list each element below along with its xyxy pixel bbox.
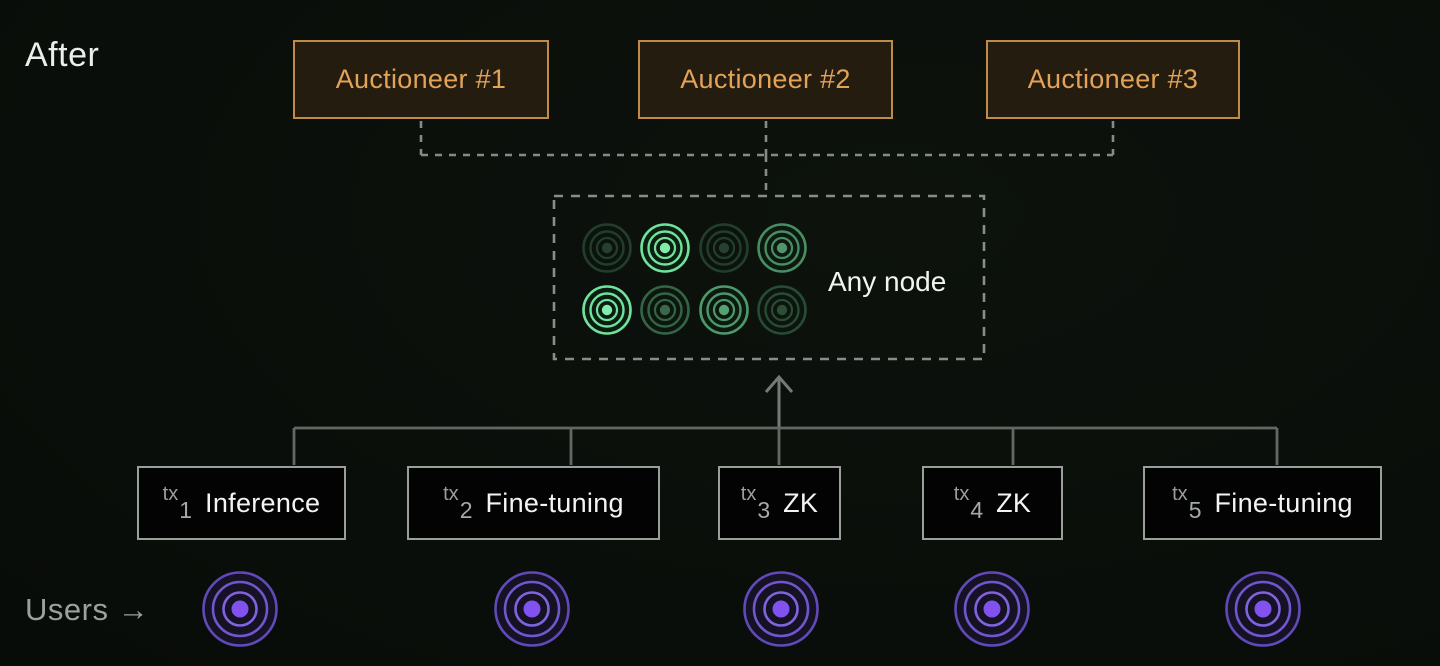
tx-index: 3 — [757, 496, 771, 523]
tx-box-4: tx 4 ZK — [922, 466, 1063, 540]
tx-box-1: tx 1 Inference — [137, 466, 346, 540]
tx-index: 4 — [970, 496, 984, 523]
user-node-icon — [494, 571, 570, 647]
tx-index: 5 — [1188, 496, 1202, 523]
tx-prefix: tx — [1172, 482, 1188, 505]
auctioneer-box-3: Auctioneer #3 — [986, 40, 1240, 119]
node-icon — [755, 221, 809, 275]
user-node-icon — [202, 571, 278, 647]
tx-box-5: tx 5 Fine-tuning — [1143, 466, 1382, 540]
page-title: After — [25, 36, 100, 74]
node-icon — [697, 283, 751, 337]
up-arrow-icon — [764, 374, 794, 428]
user-node-icon — [954, 571, 1030, 647]
tx-index: 2 — [459, 496, 473, 523]
node-icon — [638, 283, 692, 337]
tx-prefix: tx — [740, 482, 757, 505]
tx-box-3: tx 3 ZK — [718, 466, 841, 540]
tx-prefix: tx — [162, 482, 179, 505]
auctioneer-box-1: Auctioneer #1 — [293, 40, 549, 119]
tx-prefix: tx — [443, 482, 459, 505]
user-nodes — [202, 571, 1301, 647]
auctioneer-box-2: Auctioneer #2 — [638, 40, 893, 119]
any-node-label: Any node — [828, 266, 947, 297]
tx-label: ZK — [783, 487, 819, 518]
tx-index: 1 — [179, 496, 193, 523]
tx-label: Fine-tuning — [485, 487, 624, 518]
node-icon — [638, 221, 692, 275]
tx-box-2: tx 2 Fine-tuning — [407, 466, 660, 540]
node-cluster — [580, 221, 809, 337]
tx-label: ZK — [996, 487, 1032, 518]
node-icon — [580, 221, 634, 275]
node-icon — [755, 283, 809, 337]
node-icon — [580, 283, 634, 337]
tx-label: Fine-tuning — [1214, 487, 1353, 518]
tx-label: Inference — [205, 487, 321, 518]
user-node-icon — [1225, 571, 1301, 647]
transaction-bus-wires — [292, 426, 1279, 465]
node-icon — [697, 221, 751, 275]
auctioneer-label: Auctioneer #3 — [1027, 64, 1199, 94]
any-node-dashed-box — [552, 194, 986, 361]
tx-prefix: tx — [953, 482, 970, 505]
users-label: Users → — [25, 592, 150, 627]
auctioneer-label: Auctioneer #2 — [680, 64, 851, 94]
auctioneer-dashed-wires — [419, 121, 1115, 194]
user-node-icon — [743, 571, 819, 647]
auctioneer-label: Auctioneer #1 — [335, 64, 507, 94]
